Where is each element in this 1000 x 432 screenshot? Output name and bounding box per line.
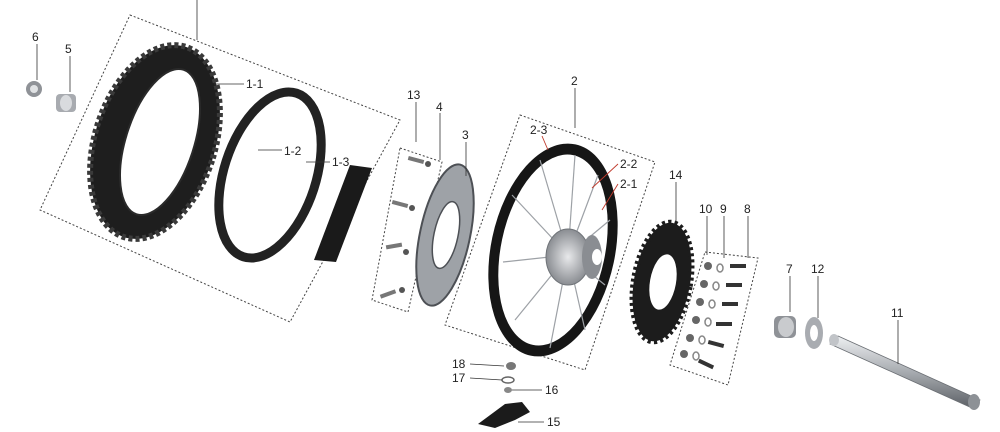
inner-tube-part-1-2 (214, 87, 326, 263)
bolt-group-box-13 (371, 147, 443, 313)
callout-14: 14 (669, 168, 683, 182)
callout-13: 13 (407, 88, 421, 102)
callout-8: 8 (744, 202, 751, 216)
callout-4: 4 (436, 100, 443, 114)
callout-10: 10 (699, 202, 713, 216)
callout-12: 12 (811, 262, 825, 276)
sprocket-bolt-group-box (669, 251, 759, 386)
callout-17: 17 (452, 371, 466, 385)
callout-15: 15 (547, 415, 561, 429)
callout-7: 7 (786, 262, 793, 276)
nut-part-6 (26, 81, 42, 97)
callout-5: 5 (65, 42, 72, 56)
callout-2-2: 2-2 (620, 157, 638, 171)
callout-labels: 6 5 1-1 1-2 1-3 13 4 3 2 2-3 2-2 2-1 14 … (32, 30, 904, 429)
callout-16: 16 (545, 383, 559, 397)
callout-1-1: 1-1 (246, 77, 264, 91)
callout-1-3: 1-3 (332, 155, 350, 169)
callout-3: 3 (462, 128, 469, 142)
washer-part-12 (805, 317, 823, 349)
callout-2-3: 2-3 (530, 123, 548, 137)
callout-9: 9 (720, 202, 727, 216)
callout-2: 2 (571, 74, 578, 88)
rim-strip-part-1-3 (314, 165, 372, 262)
wheel-assembly-part-2 (488, 143, 618, 357)
callout-1-2: 1-2 (284, 144, 302, 158)
spacer-part-7 (774, 316, 796, 338)
tire-part-1-1 (87, 42, 223, 242)
brake-disc-part-3 (415, 163, 475, 307)
callout-11: 11 (891, 306, 904, 320)
leader-lines (36, 0, 899, 423)
sprocket-bolts-part-8-9-10 (680, 262, 746, 370)
tire-group-box (39, 14, 401, 323)
disc-bolts-part-13 (379, 155, 431, 299)
spacer-part-5 (56, 94, 76, 112)
callout-18: 18 (452, 357, 466, 371)
valve-parts-16-17-18 (501, 362, 516, 393)
callout-2-1: 2-1 (620, 177, 638, 191)
valve-guard-part-15 (478, 402, 530, 428)
sprocket-part-14 (629, 219, 695, 345)
axle-part-11 (829, 334, 981, 410)
callout-6: 6 (32, 30, 39, 44)
